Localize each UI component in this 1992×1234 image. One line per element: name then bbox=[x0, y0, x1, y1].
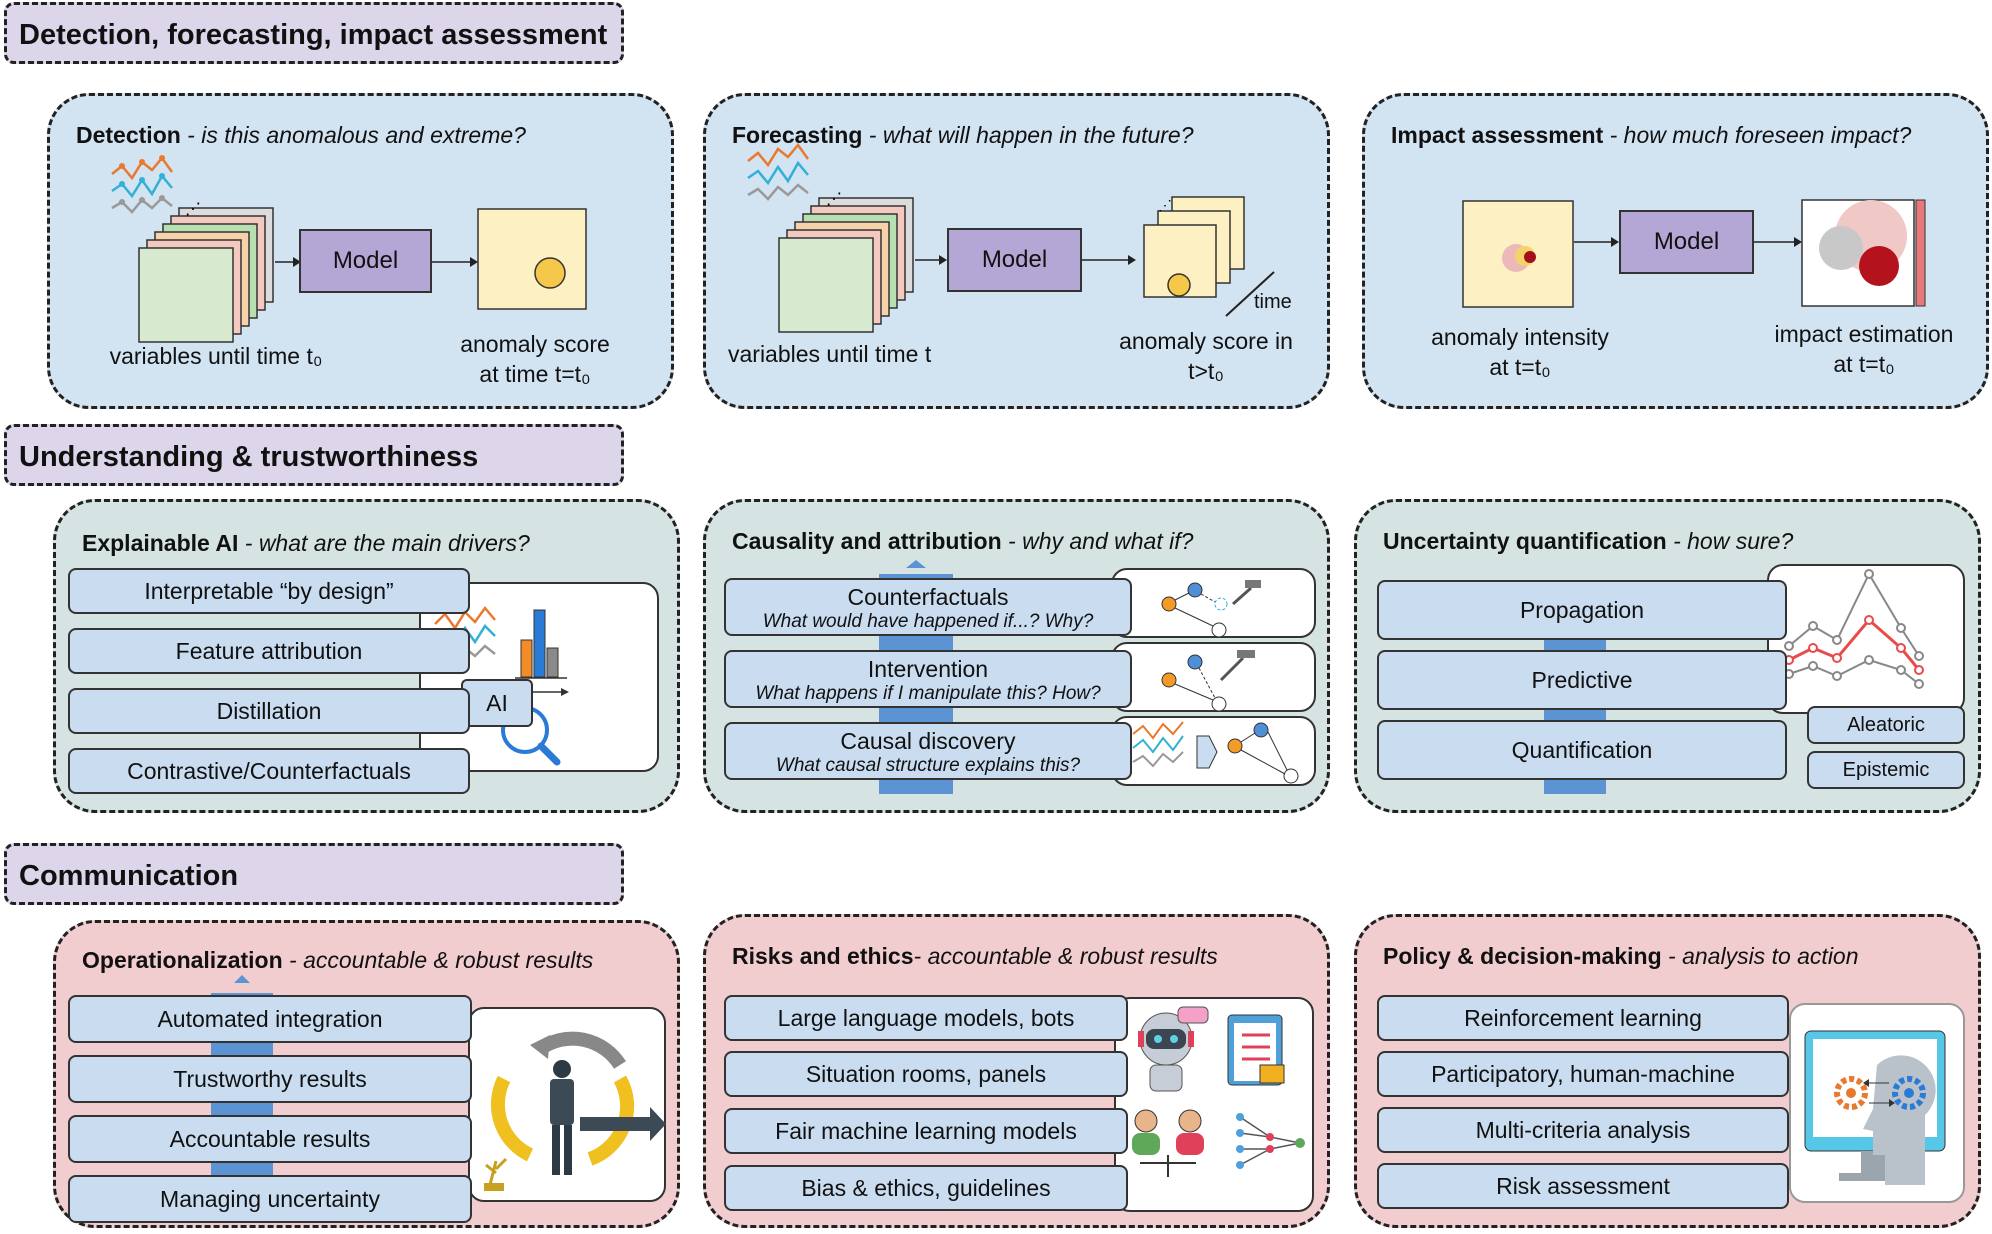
risks-illustration-card bbox=[1114, 997, 1314, 1212]
discovery-graph-card bbox=[1111, 716, 1316, 786]
uncertainty-item-propagation: Propagation bbox=[1377, 580, 1787, 640]
risks-item-situation-rooms: Situation rooms, panels bbox=[724, 1051, 1128, 1097]
variable-stack-icon: ⋰ bbox=[111, 155, 587, 343]
impact-panel: Impact assessment - how much foreseen im… bbox=[1362, 93, 1989, 409]
operational-item-uncertainty: Managing uncertainty bbox=[68, 1175, 472, 1223]
causal-discovery-icon bbox=[1132, 721, 1299, 784]
svg-text:⋰: ⋰ bbox=[185, 201, 201, 218]
operational-item-accountable: Accountable results bbox=[68, 1115, 472, 1163]
uncertainty-title: Uncertainty quantification - how sure? bbox=[1383, 528, 1794, 554]
workflow-person-icon bbox=[484, 1031, 666, 1191]
svg-text:⋰: ⋰ bbox=[826, 191, 842, 208]
ai-label: AI bbox=[461, 679, 533, 727]
uncertainty-item-predictive: Predictive bbox=[1377, 650, 1787, 710]
uncertainty-bands-icon bbox=[1784, 569, 1924, 689]
xai-item-interpretable: Interpretable “by design” bbox=[68, 568, 470, 614]
svg-text:⋰: ⋰ bbox=[1158, 197, 1172, 213]
counterfactual-graph-card bbox=[1111, 568, 1316, 638]
policy-illustration-card bbox=[1789, 1003, 1965, 1203]
decision-computer-icon bbox=[1804, 1030, 1946, 1185]
uncertainty-chart-card bbox=[1767, 564, 1965, 714]
model-box: Model bbox=[299, 229, 432, 293]
time-label: time bbox=[1254, 291, 1292, 313]
caption-variables: variables until time t bbox=[728, 341, 932, 367]
section-header-understanding: Understanding & trustworthiness bbox=[4, 424, 624, 486]
xai-item-contrastive: Contrastive/Counterfactuals bbox=[68, 748, 470, 794]
model-box: Model bbox=[947, 228, 1082, 292]
caption-variables: variables until time t₀ bbox=[109, 343, 323, 369]
xai-panel: Explainable AI - what are the main drive… bbox=[53, 499, 680, 813]
intervention-graph-icon bbox=[1161, 650, 1255, 712]
policy-item-reinforcement: Reinforcement learning bbox=[1377, 995, 1789, 1041]
policy-item-participatory: Participatory, human-machine bbox=[1377, 1051, 1789, 1097]
policy-item-risk-assessment: Risk assessment bbox=[1377, 1163, 1789, 1209]
operational-item-automated: Automated integration bbox=[68, 995, 472, 1043]
risks-panel: Risks and ethics- accountable & robust r… bbox=[703, 914, 1330, 1228]
detection-title: Detection - is this anomalous and extrem… bbox=[76, 122, 526, 148]
xai-item-feature-attribution: Feature attribution bbox=[68, 628, 470, 674]
policy-title: Policy & decision-making - analysis to a… bbox=[1383, 943, 1859, 969]
xai-item-distillation: Distillation bbox=[68, 688, 470, 734]
section-header-detection: Detection, forecasting, impact assessmen… bbox=[4, 2, 624, 64]
policy-item-multi-criteria: Multi-criteria analysis bbox=[1377, 1107, 1789, 1153]
policy-panel: Policy & decision-making - analysis to a… bbox=[1354, 914, 1981, 1228]
operational-illustration-card bbox=[468, 1007, 666, 1202]
operationalization-title: Operationalization - accountable & robus… bbox=[82, 947, 594, 973]
intervention-graph-card bbox=[1111, 642, 1316, 712]
operational-item-trustworthy: Trustworthy results bbox=[68, 1055, 472, 1103]
section-header-communication: Communication bbox=[4, 843, 624, 905]
risks-title: Risks and ethics- accountable & robust r… bbox=[732, 943, 1218, 969]
risks-item-bias-ethics: Bias & ethics, guidelines bbox=[724, 1165, 1128, 1211]
ethics-icons bbox=[1132, 1006, 1305, 1177]
impact-title: Impact assessment - how much foreseen im… bbox=[1391, 122, 1912, 148]
forecasting-panel: Forecasting - what will happen in the fu… bbox=[703, 93, 1330, 409]
forecasting-title: Forecasting - what will happen in the fu… bbox=[732, 122, 1194, 148]
risks-item-fair-ml: Fair machine learning models bbox=[724, 1108, 1128, 1154]
impact-diagram bbox=[1462, 199, 1926, 308]
uncertainty-panel: Uncertainty quantification - how sure? A… bbox=[1354, 499, 1981, 813]
causality-panel: Causality and attribution - why and what… bbox=[703, 499, 1330, 813]
uncertainty-item-quantification: Quantification bbox=[1377, 720, 1787, 780]
uncertainty-epistemic: Epistemic bbox=[1807, 751, 1965, 789]
xai-title: Explainable AI - what are the main drive… bbox=[82, 530, 530, 556]
causality-title: Causality and attribution - why and what… bbox=[732, 528, 1194, 554]
uncertainty-aleatoric: Aleatoric bbox=[1807, 706, 1965, 744]
model-box: Model bbox=[1619, 210, 1754, 274]
detection-panel: Detection - is this anomalous and extrem… bbox=[47, 93, 674, 409]
operationalization-panel: Operationalization - accountable & robus… bbox=[53, 920, 680, 1228]
counterfactual-graph-icon bbox=[1161, 580, 1261, 638]
risks-item-llm: Large language models, bots bbox=[724, 995, 1128, 1041]
forecast-stack-icon: ⋰ ⋰ bbox=[747, 142, 1275, 333]
